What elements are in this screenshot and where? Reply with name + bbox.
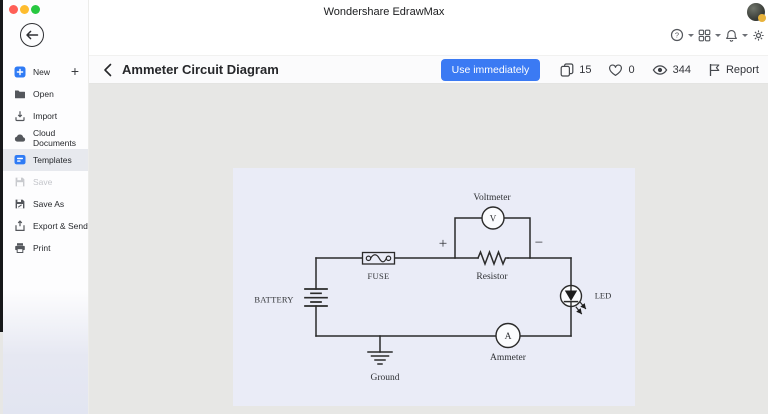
sidebar-item-label: Cloud Documents	[33, 128, 76, 148]
circuit-labels: Voltmeter + − FUSE Resistor BATTERY LED …	[254, 193, 611, 383]
sidebar-item-save: Save	[3, 171, 88, 193]
back-arrow-icon	[26, 30, 39, 40]
template-preview-canvas: Voltmeter + − FUSE Resistor BATTERY LED …	[233, 168, 635, 406]
gear-icon	[753, 29, 764, 41]
resistor-label: Resistor	[476, 272, 508, 282]
views-count: 344	[672, 63, 691, 76]
folder-icon	[15, 90, 25, 99]
sidebar-item-label: Templates	[33, 155, 72, 165]
user-avatar[interactable]	[747, 3, 766, 22]
ground-label: Ground	[370, 373, 399, 383]
chevron-left-icon	[104, 63, 112, 76]
chevron-down-icon[interactable]	[742, 33, 748, 37]
led-symbol	[559, 284, 587, 315]
sidebar-item-label: New	[33, 67, 51, 77]
sidebar-item-export-send[interactable]: Export & Send	[3, 215, 88, 237]
plus-label: +	[439, 236, 447, 252]
sidebar-item-cloud-documents[interactable]: Cloud Documents	[3, 127, 88, 149]
sidebar-item-import[interactable]: Import	[3, 105, 88, 127]
save-icon	[15, 177, 25, 187]
eye-icon	[652, 64, 667, 75]
chevron-down-icon[interactable]	[688, 33, 694, 37]
sidebar-item-label: Import	[33, 111, 58, 121]
apps-button[interactable]	[698, 29, 711, 42]
new-file-icon	[14, 66, 26, 78]
help-icon: ?	[670, 28, 684, 42]
voltmeter-label: Voltmeter	[473, 193, 511, 203]
apps-grid-icon	[698, 29, 711, 41]
print-icon	[15, 243, 25, 253]
ammeter-label: Ammeter	[490, 353, 527, 363]
sidebar-item-label: Save	[33, 177, 53, 187]
page-title: Ammeter Circuit Diagram	[122, 62, 279, 77]
voltmeter-v-glyph: V	[490, 214, 497, 224]
sidebar-item-label: Print	[33, 243, 51, 253]
voltmeter-symbol	[481, 206, 505, 230]
sidebar-item-new[interactable]: New +	[3, 61, 88, 83]
ammeter-a-glyph: A	[505, 332, 512, 342]
fuse-symbol	[361, 251, 396, 265]
sidebar-item-save-as[interactable]: Save As	[3, 193, 88, 215]
sidebar-item-label: Open	[33, 89, 54, 99]
resistor-symbol	[477, 249, 509, 267]
report-label: Report	[725, 63, 759, 76]
wire-voltmeter-branch	[454, 217, 531, 259]
sidebar-item-print[interactable]: Print	[3, 237, 88, 259]
notifications-button[interactable]	[725, 29, 738, 42]
new-plus-button[interactable]: +	[70, 63, 79, 79]
import-icon	[15, 111, 25, 122]
battery-symbol	[304, 288, 328, 307]
bell-icon	[726, 29, 737, 42]
window-title: Wondershare EdrawMax	[323, 6, 445, 18]
likes-stat[interactable]: 0	[608, 63, 635, 77]
heart-icon	[609, 63, 623, 76]
cloud-icon	[14, 134, 26, 142]
use-immediately-button[interactable]: Use immediately	[440, 58, 541, 81]
report-button[interactable]: Report	[708, 63, 759, 77]
likes-count: 0	[628, 63, 635, 76]
led-label: LED	[595, 291, 612, 301]
templates-icon	[14, 155, 26, 165]
fuse-label: FUSE	[368, 271, 390, 281]
sidebar-item-open[interactable]: Open	[3, 83, 88, 105]
sidebar-menu: New + Open Import Cloud Documents	[3, 61, 88, 259]
header-icon-row: ?	[670, 28, 765, 42]
battery-label: BATTERY	[254, 295, 293, 305]
circuit-diagram: Voltmeter + − FUSE Resistor BATTERY LED …	[254, 193, 611, 383]
flag-icon	[709, 63, 720, 76]
window-titlebar	[88, 0, 768, 55]
ammeter-symbol	[495, 322, 521, 349]
ground-symbol	[367, 335, 393, 365]
help-button[interactable]: ?	[670, 28, 684, 42]
sidebar: New + Open Import Cloud Documents	[3, 0, 89, 414]
sidebar-item-templates[interactable]: Templates	[3, 149, 88, 171]
copies-count: 15	[579, 63, 592, 76]
svg-text:?: ?	[675, 31, 679, 40]
back-button[interactable]	[20, 23, 44, 47]
zoom-window-button[interactable]	[31, 5, 40, 14]
document-toolbar: Ammeter Circuit Diagram Use immediately …	[88, 55, 768, 84]
screen-edge	[0, 0, 3, 332]
minimize-window-button[interactable]	[20, 5, 29, 14]
sidebar-item-label: Save As	[33, 199, 65, 209]
copy-icon	[560, 62, 574, 77]
export-icon	[15, 220, 25, 231]
back-to-templates-button[interactable]	[103, 63, 112, 77]
sidebar-item-label: Export & Send	[33, 221, 88, 231]
close-window-button[interactable]	[9, 5, 18, 14]
minus-label: −	[535, 235, 543, 251]
chevron-down-icon[interactable]	[715, 33, 721, 37]
traffic-lights	[9, 5, 40, 14]
copies-stat[interactable]: 15	[560, 62, 592, 77]
settings-button[interactable]	[752, 29, 765, 42]
content-area: Voltmeter + − FUSE Resistor BATTERY LED …	[88, 84, 768, 414]
views-stat: 344	[652, 63, 691, 77]
save-as-icon	[15, 199, 25, 209]
